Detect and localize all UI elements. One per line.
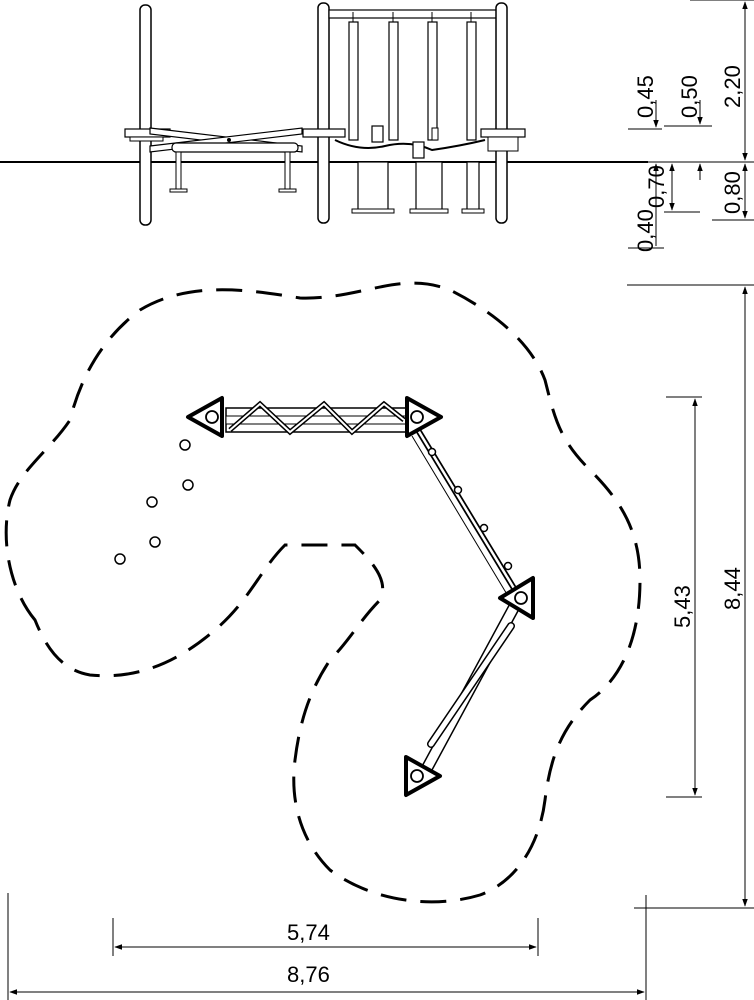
dim-label-5-74: 5,74 <box>287 920 330 945</box>
dim-label-2-20: 2,20 <box>720 65 745 108</box>
dim-label-8-44: 8,44 <box>720 567 745 610</box>
safety-zone-outline <box>4 281 642 904</box>
straight-beam <box>420 595 525 773</box>
post-plan-3 <box>498 576 535 620</box>
elevation-view: 0,45 0,50 2,20 0,70 0,80 0,40 <box>0 0 754 252</box>
dim-label-0-70: 0,70 <box>644 165 669 208</box>
left-post <box>124 4 171 226</box>
stepping-stones <box>114 439 194 565</box>
dim-label-8-76: 8,76 <box>287 962 330 987</box>
middle-post <box>302 2 346 224</box>
post-plan-2 <box>405 396 443 438</box>
post-plan-1 <box>186 396 224 438</box>
dim-label-0-50: 0,50 <box>677 75 702 118</box>
post-plan-4 <box>404 755 442 797</box>
dim-label-0-40: 0,40 <box>633 209 658 252</box>
chain-bridge-elevation <box>334 125 486 214</box>
plan-dimensions: 5,43 8,44 5,74 8,76 <box>7 284 754 1000</box>
plan-view: 5,43 8,44 5,74 8,76 <box>4 281 754 1000</box>
top-bar <box>328 9 498 19</box>
dim-label-0-45: 0,45 <box>633 75 658 118</box>
chain-bridge-plan <box>411 428 518 597</box>
zigzag-bridge <box>225 400 407 436</box>
hanging-planks <box>348 12 477 141</box>
balance-beam-elevation <box>149 127 303 193</box>
dim-label-5-43: 5,43 <box>670 585 695 628</box>
elevation-dimensions: 0,45 0,50 2,20 0,70 0,80 0,40 <box>628 0 754 252</box>
right-post <box>480 2 526 224</box>
dim-label-0-80: 0,80 <box>720 171 745 214</box>
